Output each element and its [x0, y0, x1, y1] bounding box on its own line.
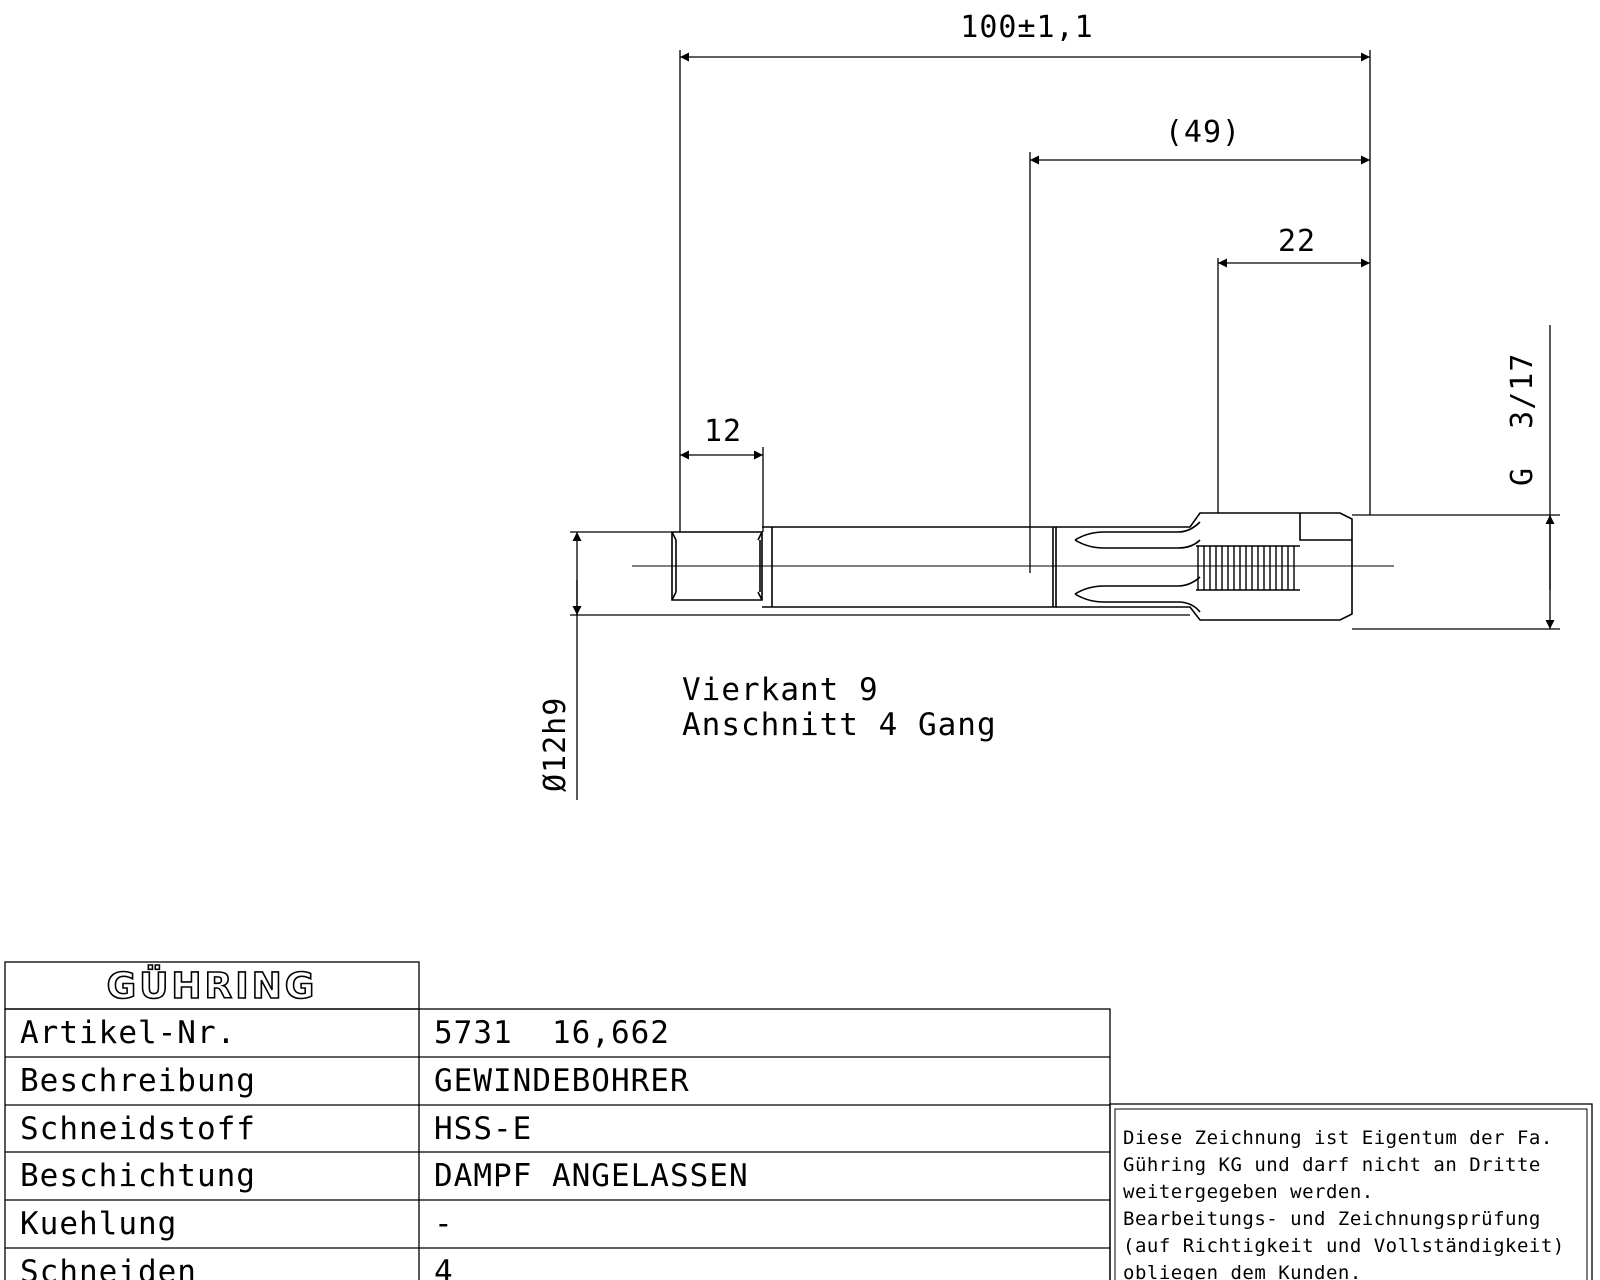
disclaimer-line: obliegen dem Kunden. [1123, 1262, 1362, 1280]
note-chamfer: Anschnitt 4 Gang [682, 707, 997, 743]
value-cooling: - [434, 1206, 454, 1242]
disclaimer-line: Bearbeitungs- und Zeichnungsprüfung [1123, 1208, 1541, 1230]
dimension-labels: 100±1,1 (49) 22 12 G 3/17 Ø12h9 [538, 10, 1540, 792]
label-cutting-edges: Schneiden [20, 1254, 197, 1280]
disclaimer-box: Diese Zeichnung ist Eigentum der Fa. Güh… [1109, 1103, 1593, 1280]
tap-outline [632, 512, 1394, 621]
guehring-logo: GÜHRING [107, 965, 318, 1007]
dim-overall-length: 100±1,1 [960, 10, 1093, 45]
disclaimer-line: weitergegeben werden. [1123, 1181, 1374, 1203]
value-coating: DAMPF ANGELASSEN [434, 1158, 749, 1194]
label-cutting-material: Schneidstoff [20, 1111, 256, 1147]
value-cutting-edges: 4 [434, 1254, 454, 1280]
value-cutting-material: HSS-E [434, 1111, 532, 1147]
label-description: Beschreibung [20, 1063, 256, 1099]
label-cooling: Kuehlung [20, 1206, 177, 1242]
value-article-number: 5731 16,662 [434, 1015, 670, 1051]
title-block: GÜHRING Artikel-Nr. 5731 16,662 Beschrei… [4, 961, 1111, 1280]
disclaimer-line: (auf Richtigkeit und Vollständigkeit) [1123, 1235, 1565, 1257]
dimension-lines [570, 50, 1560, 800]
note-square: Vierkant 9 [682, 672, 879, 708]
drawing-notes: Vierkant 9 Anschnitt 4 Gang [682, 672, 997, 743]
thread-hatching [1197, 546, 1295, 590]
value-description: GEWINDEBOHRER [434, 1063, 690, 1099]
dim-shank-diameter: Ø12h9 [538, 697, 573, 792]
dim-square-length: 12 [704, 414, 742, 449]
label-coating: Beschichtung [20, 1158, 256, 1194]
disclaimer-line: Diese Zeichnung ist Eigentum der Fa. [1123, 1127, 1553, 1149]
disclaimer-line: Gühring KG und darf nicht an Dritte [1123, 1154, 1541, 1176]
dim-flute-length: (49) [1165, 115, 1241, 150]
label-article-number: Artikel-Nr. [20, 1015, 236, 1051]
dim-thread-size: G 3/17 [1505, 353, 1540, 486]
dim-thread-length: 22 [1278, 224, 1316, 259]
